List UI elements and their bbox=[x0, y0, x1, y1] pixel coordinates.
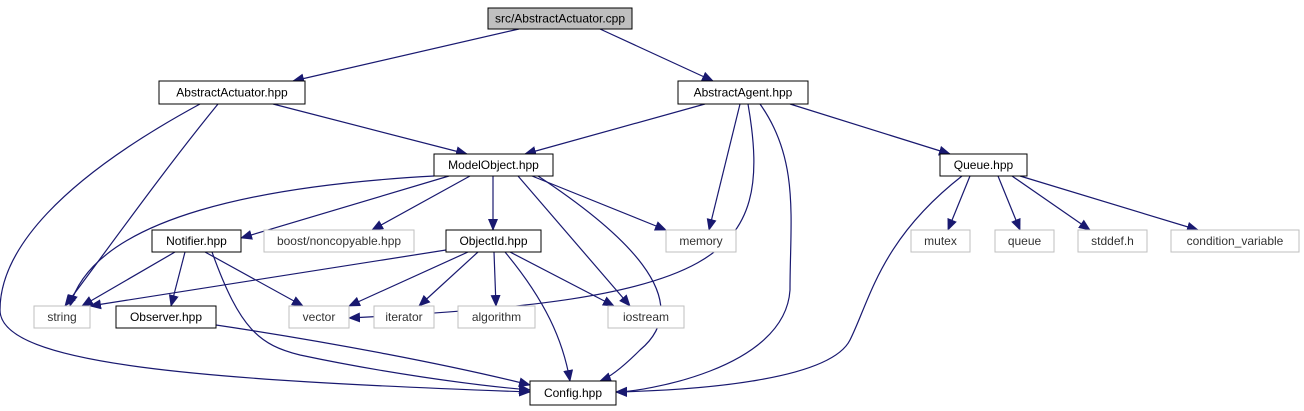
node-label-objectid: ObjectId.hpp bbox=[459, 234, 527, 248]
edge-model-to-memory bbox=[531, 175, 667, 231]
edge-objectid-to-string bbox=[89, 249, 447, 310]
edge-objectid-to-vector bbox=[348, 251, 469, 307]
node-string: string bbox=[33, 305, 91, 329]
node-box-iostream bbox=[607, 305, 685, 329]
node-mutex: mutex bbox=[910, 229, 971, 253]
edge-queue_hpp-to-condvar bbox=[1019, 175, 1199, 232]
node-config[interactable]: Config.hpp bbox=[529, 380, 617, 406]
edge-notifier-to-observer bbox=[168, 251, 186, 307]
node-box-objectid bbox=[445, 229, 542, 253]
node-box-condvar bbox=[1170, 229, 1300, 253]
node-box-queue_hpp bbox=[939, 153, 1028, 177]
edge-agent-to-queue_hpp bbox=[789, 103, 951, 156]
edge-queue_hpp-to-stddef bbox=[1011, 175, 1091, 231]
edge-notifier-to-config bbox=[211, 251, 531, 395]
node-layer: src/AbstractActuator.cppAbstractActuator… bbox=[33, 7, 1300, 406]
edge-model-to-string bbox=[68, 175, 435, 307]
node-box-queue bbox=[994, 229, 1055, 253]
edge-notifier-to-vector bbox=[204, 251, 304, 307]
node-box-memory bbox=[665, 229, 737, 253]
node-observer[interactable]: Observer.hpp bbox=[115, 305, 217, 329]
node-vector: vector bbox=[288, 305, 350, 329]
edge-model-to-config bbox=[537, 175, 662, 382]
node-label-queue_hpp: Queue.hpp bbox=[954, 158, 1014, 172]
node-iterator: iterator bbox=[373, 305, 435, 329]
node-label-config: Config.hpp bbox=[544, 386, 602, 400]
node-label-root: src/AbstractActuator.cpp bbox=[495, 12, 625, 26]
edge-agent-to-memory bbox=[706, 103, 741, 231]
node-label-algorithm: algorithm bbox=[472, 310, 521, 324]
edge-actuator-to-config bbox=[0, 103, 531, 397]
node-label-observer: Observer.hpp bbox=[130, 310, 202, 324]
node-label-vector: vector bbox=[303, 310, 336, 324]
node-algorithm: algorithm bbox=[457, 305, 536, 329]
node-box-vector bbox=[288, 305, 350, 329]
node-box-model bbox=[433, 153, 554, 177]
node-root[interactable]: src/AbstractActuator.cpp bbox=[487, 7, 633, 30]
node-model[interactable]: ModelObject.hpp bbox=[433, 153, 554, 177]
edge-agent-to-model bbox=[524, 103, 706, 156]
edge-actuator-to-string bbox=[64, 103, 219, 307]
edge-notifier-to-string bbox=[81, 251, 176, 307]
node-box-config bbox=[529, 380, 617, 406]
node-label-iostream: iostream bbox=[623, 310, 669, 324]
edge-objectid-to-iostream bbox=[509, 251, 615, 307]
node-box-noncopy bbox=[263, 229, 415, 253]
edge-model-to-noncopy bbox=[371, 175, 471, 231]
node-label-noncopy: boost/noncopyable.hpp bbox=[277, 234, 401, 248]
edge-observer-to-config bbox=[215, 324, 531, 388]
node-actuator[interactable]: AbstractActuator.hpp bbox=[158, 80, 306, 105]
node-label-condvar: condition_variable bbox=[1187, 234, 1284, 248]
node-queue_hpp[interactable]: Queue.hpp bbox=[939, 153, 1028, 177]
node-box-mutex bbox=[910, 229, 971, 253]
node-label-agent: AbstractAgent.hpp bbox=[694, 86, 793, 100]
edge-model-to-iostream bbox=[517, 175, 631, 307]
node-box-notifier bbox=[151, 229, 242, 253]
node-label-actuator: AbstractActuator.hpp bbox=[176, 86, 288, 100]
edge-model-to-notifier bbox=[240, 175, 450, 240]
node-label-iterator: iterator bbox=[385, 310, 422, 324]
node-notifier[interactable]: Notifier.hpp bbox=[151, 229, 242, 253]
node-objectid[interactable]: ObjectId.hpp bbox=[445, 229, 542, 253]
edge-layer bbox=[0, 28, 1199, 397]
edge-root-to-agent bbox=[599, 28, 714, 82]
node-memory: memory bbox=[665, 229, 737, 253]
node-label-notifier: Notifier.hpp bbox=[166, 234, 227, 248]
node-label-model: ModelObject.hpp bbox=[448, 158, 539, 172]
node-box-string bbox=[33, 305, 91, 329]
edge-queue_hpp-to-config bbox=[615, 175, 963, 397]
edge-queue_hpp-to-mutex bbox=[947, 175, 971, 231]
edge-objectid-to-iterator bbox=[418, 251, 479, 307]
node-label-string: string bbox=[47, 310, 76, 324]
node-box-actuator bbox=[158, 80, 306, 105]
node-stddef: stddef.h bbox=[1077, 229, 1148, 253]
edge-queue_hpp-to-queue bbox=[997, 175, 1021, 231]
node-label-mutex: mutex bbox=[924, 234, 957, 248]
node-agent[interactable]: AbstractAgent.hpp bbox=[677, 80, 809, 105]
node-label-memory: memory bbox=[679, 234, 722, 248]
node-box-root bbox=[487, 7, 633, 30]
node-box-agent bbox=[677, 80, 809, 105]
node-box-stddef bbox=[1077, 229, 1148, 253]
node-box-iterator bbox=[373, 305, 435, 329]
edge-root-to-actuator bbox=[292, 28, 520, 84]
edge-agent-to-vector bbox=[348, 103, 755, 323]
node-condvar: condition_variable bbox=[1170, 229, 1300, 253]
node-label-stddef: stddef.h bbox=[1091, 234, 1134, 248]
node-iostream: iostream bbox=[607, 305, 685, 329]
edge-objectid-to-algorithm bbox=[490, 251, 501, 307]
node-queue: queue bbox=[994, 229, 1055, 253]
node-noncopy: boost/noncopyable.hpp bbox=[263, 229, 415, 253]
node-box-observer bbox=[115, 305, 217, 329]
node-box-algorithm bbox=[457, 305, 536, 329]
edge-agent-to-config bbox=[615, 103, 792, 397]
node-label-queue: queue bbox=[1008, 234, 1042, 248]
edge-objectid-to-config bbox=[504, 251, 574, 382]
edge-actuator-to-model bbox=[272, 103, 468, 157]
